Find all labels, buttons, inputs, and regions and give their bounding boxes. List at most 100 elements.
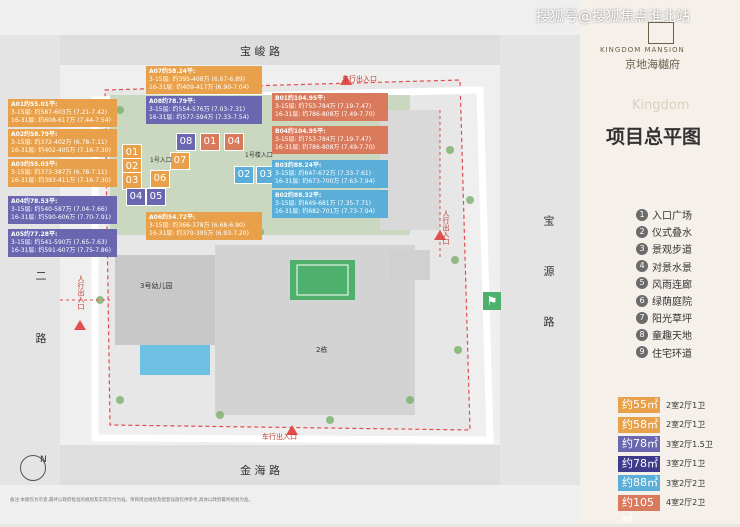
unit-tag-line: 16-31层: 约608-617万 (7.44-7.54) [11,117,111,124]
unit-tag-line: 3-15层: 约373-387万 (6.78-7.11) [11,169,108,176]
legend-label: 童趣天地 [652,331,692,343]
unit-area: 约88㎡ [618,475,660,491]
unit-tag-title: A03约55.03平: [11,161,58,168]
unit-tag-line: 3-15层: 约540-587万 (7.04-7.66) [11,206,108,213]
unit-layout: 3室2厅2卫 [666,478,706,488]
page-title: 项目总平图 [606,126,702,148]
unit-type-row: 约88㎡ 3室2厅2卫 [618,475,734,491]
road-east: 宝 源 路 [542,215,555,345]
legend-label: 阳光草坪 [652,314,692,326]
unit-tag-a06: A06约54.72平:3-15层: 约366-378万 (6.68-6.90)1… [146,212,262,240]
unit-type-row: 约105㎡ 4室2厅2卫 [618,494,734,525]
unit-tag-title: A06约54.72平: [149,214,196,221]
unit-tag-line: 16-31层: 约393-411万 (7.16-7.30) [11,177,111,184]
site-plan-map: N 宝 峻 路 金 海 路 宝 源 路 二 路 车行出入口 车行出入口 人行出入… [0,0,580,524]
unit-tag-line: 16-31层: 约786-808万 (7.49-7.70) [275,144,375,151]
unit-layout: 2室2厅1卫 [666,420,706,429]
legend-number: 5 [636,277,648,290]
unit-tag-title: B04约104.95平: [275,128,326,135]
unit-tag-a03: A03约55.03平:3-15层: 约373-387万 (6.78-7.11)1… [8,159,117,187]
legend-label: 风雨连廊 [652,279,692,291]
unit-tag-line: 3-15层: 约366-378万 (6.68-6.90) [149,222,246,229]
unit-tag-line: 16-31层: 约379-395万 (6.93-7.20) [149,230,249,237]
disclaimer: 备注:本图仅为示意,最终以政府批准的规划及实际交付为准。项目周边规划及配套设施仅… [10,498,253,503]
unit-tag-b03: B03约88.24平:3-15层: 约647-672万 (7.33-7.61)1… [272,160,388,188]
unit-layout: 3室2厅1卫 [666,459,706,468]
unit-tag-a01: A01约55.01平:3-15层: 约587-603万 (7.21-7.42)1… [8,99,117,127]
unit-tag-title: A05约77.28平: [11,231,58,238]
gate-walk-west: 人行出入口 [77,275,85,310]
legend-item: 6 绿荫庭院 [636,293,692,308]
unit-layout: 4室2厅2卫 [666,498,706,507]
gate-car-south: 车行出入口 [262,433,297,441]
unit-tag-title: A02约58.79平: [11,131,58,138]
unit-tag-line: 3-15层: 约753-784万 (7.19-7.47) [275,103,372,110]
legend-label: 景观步道 [652,245,692,257]
brand-en: KINGDOM MANSION [600,46,685,54]
legend-label: 对景水景 [652,262,692,274]
building-e02: 02 [234,166,254,184]
unit-area: 约55㎡ [618,397,660,413]
station-icon: ⚑ [483,292,501,310]
unit-tag-a04: A04约78.53平:3-15层: 约540-587万 (7.04-7.66)1… [8,196,117,224]
building-e04: 04 [224,133,244,151]
unit-tag-line: 16-31层: 约591-607万 (7.75-7.86) [11,247,111,254]
unit-tag-line: 3-15层: 约587-603万 (7.21-7.42) [11,109,108,116]
unit-area: 约105㎡ [618,494,660,525]
kindergarten-label: 3号幼儿园 [140,282,173,290]
unit-tag-a07: A07约58.24平:3-15层: 约395-408万 (6.67-6.89)1… [146,66,262,94]
unit-tag-line: 16-31层: 约682-701万 (7.73-7.94) [275,208,375,215]
unit-tag-a08: A08约78.79平:3-15层: 约554-576万 (7.03-7.31)1… [146,96,262,124]
unit-tag-line: 3-15层: 约753-784万 (7.19-7.47) [275,136,372,143]
legend-item: 5 风雨连廊 [636,276,692,291]
site-plan-drawing [0,35,580,485]
building-07: 07 [170,152,190,170]
unit-tag-line: 3-15层: 约647-672万 (7.33-7.61) [275,170,372,177]
north-arrow-icon [20,455,46,481]
unit-tag-title: A08约78.79平: [149,98,196,105]
unit-tag-line: 16-31层: 约577-594万 (7.33-7.54) [149,114,249,121]
road-south: 金 海 路 [240,464,280,477]
unit-tag-line: 3-15层: 约541-590万 (7.65-7.63) [11,239,108,246]
building-03: 03 [122,172,142,190]
unit-tag-line: 16-31层: 约673-700万 (7.63-7.94) [275,178,375,185]
legend-number: 6 [636,294,648,307]
unit-layout: 3室2厅1.5卫 [666,439,713,449]
building-06: 06 [150,170,170,188]
lobby-label-2: 1号楼入口 [245,152,273,159]
unit-tag-line: 16-31层: 约409-417万 (6.90-7.04) [149,84,249,91]
unit-tag-title: A04约78.53平: [11,198,58,205]
unit-tag-b04: B04约104.95平:3-15层: 约753-784万 (7.19-7.47)… [272,126,388,154]
unit-tag-line: 3-15层: 约395-408万 (6.67-6.89) [149,76,246,83]
road-north: 宝 峻 路 [240,45,280,58]
lobby-label: 1号入口 [150,157,172,164]
unit-tag-title: A01约55.01平: [11,101,58,108]
unit-tag-a02: A02约58.79平:3-15层: 约372-402万 (6.78-7.11)1… [8,129,117,157]
legend-label: 绿荫庭院 [652,297,692,308]
brand-cn: 京地海樾府 [625,58,680,71]
building-2-label: 2栋 [316,346,328,354]
building-08: 08 [176,133,196,151]
building-04: 04 [126,188,146,206]
legend-label: 入口广场 [652,211,692,222]
unit-tag-line: 3-15层: 约372-402万 (6.78-7.11) [11,139,108,146]
gate-walk-east: 人行出入口 [442,210,450,245]
road-west: 二 路 [34,270,47,368]
unit-tag-b01: B01约104.95平:3-15层: 约753-784万 (7.19-7.47)… [272,93,388,121]
brand-ghost: Kingdom [632,98,690,113]
unit-tag-line: 3-15层: 约554-576万 (7.03-7.31) [149,106,246,113]
legend-number: 9 [636,346,648,359]
legend-label: 住宅环道 [652,348,692,360]
unit-tag-a05: A05约77.28平:3-15层: 约541-590万 (7.65-7.63)1… [8,229,117,257]
legend-item: 9 住宅环道 [636,345,692,360]
building-e01: 01 [200,133,220,151]
